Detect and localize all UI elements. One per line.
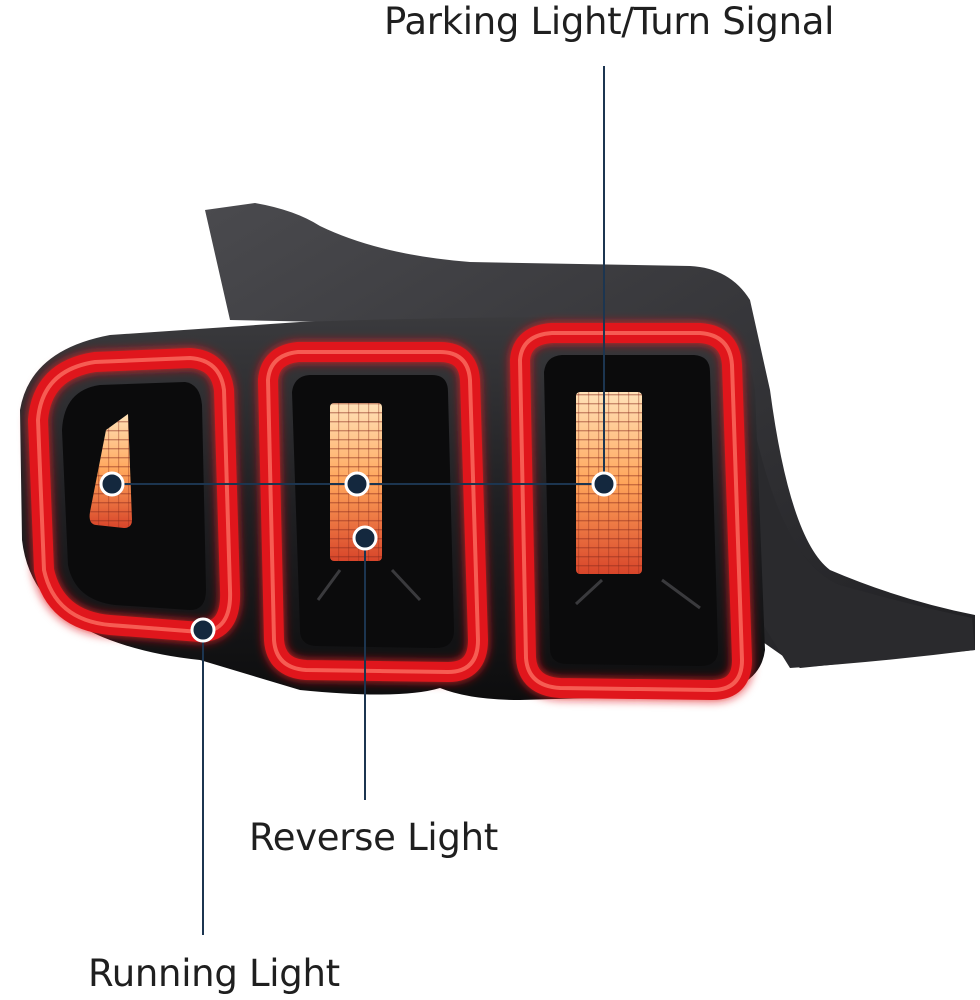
running-light-label: Running Light [88,952,340,995]
callout-dot-middle [344,471,370,497]
reverse-light-label: Reverse Light [249,816,498,859]
callout-dot-running-cell [99,471,125,497]
housing-flange [745,380,975,668]
callout-dot-reverse [352,525,378,551]
running-light-ring [27,347,241,643]
parking-turn-ring [509,323,753,701]
reverse-light-ring [257,342,489,683]
callout-dots [99,471,617,643]
parking-turn-signal-label: Parking Light/Turn Signal [384,0,835,43]
callout-dot-running [190,617,216,643]
callout-dot-turn [591,471,617,497]
